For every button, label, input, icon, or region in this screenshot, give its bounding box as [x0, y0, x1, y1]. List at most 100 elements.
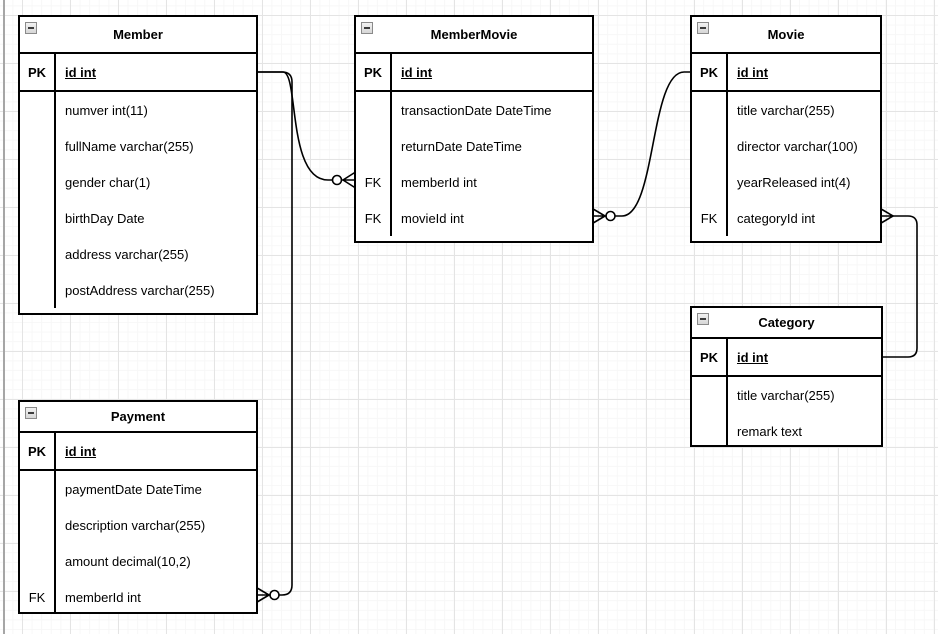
- field-cell[interactable]: yearReleased int(4): [728, 164, 880, 200]
- field-label: memberId int: [65, 589, 141, 605]
- field-cell[interactable]: id int: [56, 54, 256, 90]
- field-cell[interactable]: gender char(1): [56, 164, 256, 200]
- entity-header[interactable]: MemberMovie: [356, 17, 592, 54]
- primary-key-row[interactable]: PK id int: [20, 54, 256, 92]
- attribute-row[interactable]: numver int(11): [20, 92, 256, 128]
- field-cell[interactable]: amount decimal(10,2): [56, 543, 256, 579]
- primary-key-row[interactable]: PK id int: [692, 339, 881, 377]
- collapse-minus-icon[interactable]: [25, 407, 37, 419]
- entity-category[interactable]: Category PK id int title varchar(255) remar…: [690, 306, 883, 447]
- field-label: title varchar(255): [737, 102, 835, 118]
- field-cell[interactable]: returnDate DateTime: [392, 128, 592, 164]
- attribute-row[interactable]: FK categoryId int: [692, 200, 880, 236]
- attribute-row[interactable]: description varchar(255): [20, 507, 256, 543]
- attribute-row[interactable]: fullName varchar(255): [20, 128, 256, 164]
- key-type-cell: FK: [692, 200, 728, 236]
- field-cell[interactable]: movieId int: [392, 200, 592, 236]
- field-label: categoryId int: [737, 210, 816, 226]
- field-cell[interactable]: paymentDate DateTime: [56, 471, 256, 507]
- attribute-row[interactable]: title varchar(255): [692, 377, 881, 413]
- field-cell[interactable]: transactionDate DateTime: [392, 92, 592, 128]
- key-type-cell: [20, 507, 56, 543]
- field-label: transactionDate DateTime: [401, 102, 552, 118]
- entity-header[interactable]: Member: [20, 17, 256, 54]
- field-cell[interactable]: description varchar(255): [56, 507, 256, 543]
- field-cell[interactable]: id int: [728, 339, 881, 375]
- field-label: id int: [737, 349, 769, 365]
- field-cell[interactable]: id int: [56, 433, 256, 469]
- field-cell[interactable]: director varchar(100): [728, 128, 880, 164]
- relationship-member-membermovie[interactable]: [257, 71, 355, 188]
- field-label: description varchar(255): [65, 517, 206, 533]
- key-type-cell: [20, 128, 56, 164]
- key-type-cell: PK: [692, 54, 728, 90]
- attribute-row[interactable]: returnDate DateTime: [356, 128, 592, 164]
- field-cell[interactable]: fullName varchar(255): [56, 128, 256, 164]
- entity-header[interactable]: Movie: [692, 17, 880, 54]
- field-label: title varchar(255): [737, 387, 835, 403]
- key-type-cell: PK: [20, 433, 56, 469]
- attribute-row[interactable]: FK memberId int: [20, 579, 256, 612]
- field-cell[interactable]: title varchar(255): [728, 377, 881, 413]
- key-type-cell: FK: [20, 579, 56, 612]
- key-type-cell: PK: [692, 339, 728, 375]
- attribute-row[interactable]: title varchar(255): [692, 92, 880, 128]
- field-label: remark text: [737, 423, 803, 439]
- field-cell[interactable]: postAddress varchar(255): [56, 272, 256, 308]
- field-label: paymentDate DateTime: [65, 481, 202, 497]
- collapse-minus-icon[interactable]: [361, 22, 373, 34]
- field-label: id int: [401, 64, 433, 80]
- field-label: numver int(11): [65, 102, 148, 118]
- attribute-row[interactable]: director varchar(100): [692, 128, 880, 164]
- key-type-cell: [356, 128, 392, 164]
- attribute-row[interactable]: postAddress varchar(255): [20, 272, 256, 308]
- attribute-row[interactable]: address varchar(255): [20, 236, 256, 272]
- entity-title: Member: [113, 27, 163, 42]
- field-cell[interactable]: title varchar(255): [728, 92, 880, 128]
- key-type-cell: [692, 377, 728, 413]
- key-type-cell: [692, 164, 728, 200]
- attribute-row[interactable]: birthDay Date: [20, 200, 256, 236]
- entity-header[interactable]: Category: [692, 308, 881, 339]
- field-cell[interactable]: id int: [728, 54, 880, 90]
- field-label: address varchar(255): [65, 246, 189, 262]
- field-cell[interactable]: id int: [392, 54, 592, 90]
- field-cell[interactable]: numver int(11): [56, 92, 256, 128]
- collapse-minus-icon[interactable]: [697, 313, 709, 325]
- entity-title: Category: [758, 315, 815, 330]
- relationship-category-movie[interactable]: [881, 208, 918, 358]
- key-type-cell: [20, 272, 56, 308]
- attribute-row[interactable]: amount decimal(10,2): [20, 543, 256, 579]
- attribute-row[interactable]: transactionDate DateTime: [356, 92, 592, 128]
- key-type-cell: PK: [20, 54, 56, 90]
- collapse-minus-icon[interactable]: [697, 22, 709, 34]
- field-label: director varchar(100): [737, 138, 858, 154]
- field-cell[interactable]: memberId int: [392, 164, 592, 200]
- field-label: birthDay Date: [65, 210, 145, 226]
- field-label: fullName varchar(255): [65, 138, 194, 154]
- entity-member[interactable]: Member PK id int numver int(11) fullName va…: [18, 15, 258, 315]
- attribute-row[interactable]: paymentDate DateTime: [20, 471, 256, 507]
- field-cell[interactable]: birthDay Date: [56, 200, 256, 236]
- attribute-row[interactable]: gender char(1): [20, 164, 256, 200]
- collapse-minus-icon[interactable]: [25, 22, 37, 34]
- field-cell[interactable]: remark text: [728, 413, 881, 445]
- field-label: id int: [65, 64, 97, 80]
- field-cell[interactable]: memberId int: [56, 579, 256, 612]
- field-cell[interactable]: categoryId int: [728, 200, 880, 236]
- relationship-movie-membermovie[interactable]: [593, 71, 691, 224]
- attribute-row[interactable]: remark text: [692, 413, 881, 445]
- entity-header[interactable]: Payment: [20, 402, 256, 433]
- key-type-cell: [20, 543, 56, 579]
- relationship-member-payment[interactable]: [257, 71, 293, 603]
- attribute-row[interactable]: yearReleased int(4): [692, 164, 880, 200]
- field-cell[interactable]: address varchar(255): [56, 236, 256, 272]
